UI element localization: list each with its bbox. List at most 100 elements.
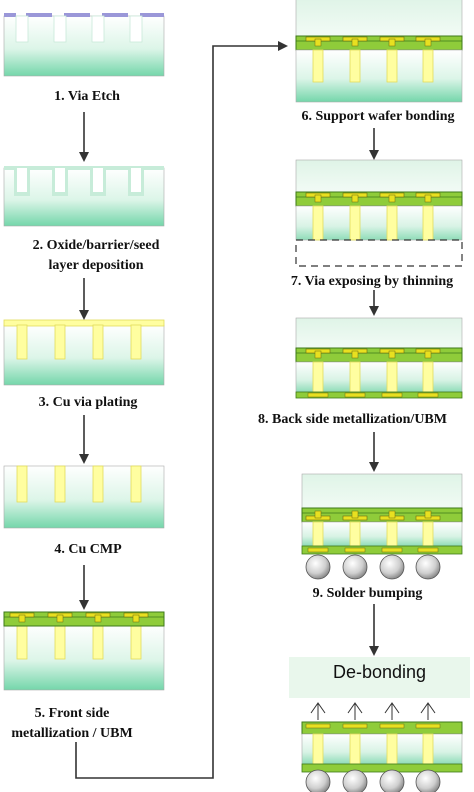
backside-pad bbox=[307, 392, 329, 398]
support-wafer bbox=[295, 0, 463, 37]
arrow-5-to-6 bbox=[75, 41, 288, 779]
step-2-label: 2. Oxide/barrier/seed layer deposition bbox=[32, 238, 160, 273]
cu-via bbox=[92, 324, 104, 360]
interconnect-via bbox=[424, 350, 432, 359]
cu-via bbox=[54, 324, 66, 360]
step-7-wafer bbox=[295, 159, 463, 267]
step-9-wafer bbox=[301, 473, 463, 580]
flow-arrows bbox=[75, 41, 379, 779]
via-hole bbox=[91, 15, 105, 43]
step-3-wafer bbox=[3, 319, 165, 386]
solder-ball bbox=[415, 554, 441, 580]
cu-via bbox=[130, 624, 142, 660]
step-5-label: 5. Front side metallization / UBM bbox=[11, 706, 133, 741]
step-1-label: 1. Via Etch bbox=[54, 89, 120, 104]
interconnect-via bbox=[424, 38, 432, 47]
step-2-wafer bbox=[3, 166, 165, 227]
step-7-label: 7. Via exposing by thinning bbox=[290, 274, 454, 289]
cu-via bbox=[92, 465, 104, 503]
step-3-label: 3. Cu via plating bbox=[38, 395, 138, 410]
cu-via bbox=[54, 624, 66, 660]
ubm-pad bbox=[305, 723, 331, 729]
via-hole bbox=[15, 15, 29, 43]
interconnect-via bbox=[18, 614, 26, 623]
solder-ball bbox=[379, 769, 405, 792]
cu-via bbox=[349, 521, 361, 547]
backside-metal bbox=[295, 391, 463, 399]
cu-via bbox=[422, 205, 434, 241]
cu-via bbox=[349, 361, 361, 393]
solder-ball bbox=[379, 554, 405, 580]
cu-via bbox=[312, 205, 324, 241]
cu-via bbox=[16, 324, 28, 360]
via-hole bbox=[17, 168, 27, 192]
cu-via bbox=[16, 624, 28, 660]
step-4-wafer bbox=[3, 465, 165, 529]
solder-ball bbox=[305, 769, 331, 792]
debonding-box bbox=[289, 657, 470, 698]
cu-via bbox=[130, 465, 142, 503]
cu-via bbox=[312, 49, 324, 83]
ubm-pad bbox=[379, 723, 405, 729]
backside-pad bbox=[344, 547, 366, 553]
backside-pad bbox=[417, 392, 439, 398]
solder-ball bbox=[305, 554, 331, 580]
step-6-label: 6. Support wafer bonding bbox=[301, 109, 455, 124]
solder-ball bbox=[342, 554, 368, 580]
interconnect-via bbox=[56, 614, 64, 623]
resist-segment bbox=[26, 13, 52, 17]
interconnect-via bbox=[424, 194, 432, 203]
cu-via bbox=[422, 733, 434, 765]
cu-via bbox=[386, 49, 398, 83]
ubm-pad bbox=[342, 723, 368, 729]
resist-segment bbox=[140, 13, 164, 17]
step-8-wafer bbox=[295, 317, 463, 399]
cu-via bbox=[349, 205, 361, 241]
debond-wafer bbox=[301, 702, 463, 792]
interconnect-via bbox=[351, 194, 359, 203]
release-arrow-head bbox=[347, 702, 363, 714]
via-hole bbox=[129, 15, 143, 43]
interconnect-via bbox=[132, 614, 140, 623]
resist-segment bbox=[102, 13, 128, 17]
interconnect-via bbox=[314, 194, 322, 203]
support-wafer bbox=[301, 473, 463, 511]
step-8-label: 8. Back side metallization/UBM bbox=[258, 412, 447, 427]
cu-via bbox=[386, 205, 398, 241]
cu-via bbox=[349, 49, 361, 83]
step-4-label: 4. Cu CMP bbox=[54, 542, 122, 557]
step-5-wafer bbox=[3, 611, 165, 691]
solder-ball bbox=[415, 769, 441, 792]
interconnect-via bbox=[351, 350, 359, 359]
cu-via bbox=[422, 49, 434, 83]
backside-pad bbox=[417, 547, 439, 553]
release-arrow-head bbox=[310, 702, 326, 714]
interconnect-via bbox=[388, 350, 396, 359]
interconnect-via bbox=[314, 350, 322, 359]
interconnect-via bbox=[351, 38, 359, 47]
cu-via bbox=[422, 361, 434, 393]
interconnect-via bbox=[351, 510, 359, 519]
release-arrow-head bbox=[420, 702, 436, 714]
interconnect-via bbox=[314, 510, 322, 519]
support-wafer bbox=[295, 159, 463, 193]
cu-via bbox=[422, 521, 434, 547]
backside-pad bbox=[381, 392, 403, 398]
cu-via bbox=[16, 465, 28, 503]
via-hole bbox=[93, 168, 103, 192]
resist-segment bbox=[4, 13, 16, 17]
interconnect-via bbox=[424, 510, 432, 519]
interconnect-via bbox=[388, 38, 396, 47]
backside-metal bbox=[301, 763, 463, 773]
solder-ball bbox=[342, 769, 368, 792]
via-hole bbox=[131, 168, 141, 192]
debonding-label: De-bonding bbox=[332, 662, 427, 682]
interconnect-via bbox=[94, 614, 102, 623]
interconnect-via bbox=[388, 194, 396, 203]
removed-silicon-outline bbox=[295, 239, 463, 267]
cu-via bbox=[130, 324, 142, 360]
backside-pad bbox=[344, 392, 366, 398]
cu-via bbox=[54, 465, 66, 503]
interconnect-via bbox=[314, 38, 322, 47]
